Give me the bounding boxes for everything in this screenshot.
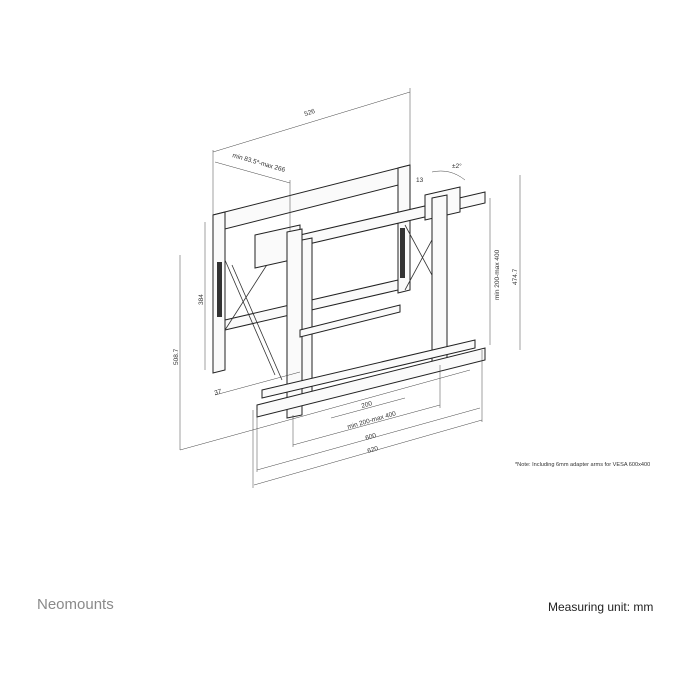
- bottom-rail: [256, 304, 486, 418]
- dimension-lines: [179, 88, 521, 488]
- vertical-uprights: [286, 194, 448, 419]
- measuring-unit: Measuring unit: mm: [548, 600, 654, 614]
- dim-200: 200: [361, 400, 374, 410]
- vesa-note: *Note: Including 6mm adapter arms for VE…: [515, 462, 651, 468]
- dim-600: 600: [365, 432, 378, 442]
- dim-474-7: 474.7: [512, 268, 519, 285]
- scissor-arms: [217, 224, 441, 381]
- brand-name: Neomounts: [37, 596, 114, 613]
- top-rail: [254, 186, 486, 269]
- dim-horizontal-vesa: min 200-max 400: [347, 410, 398, 431]
- dim-37: 37: [214, 388, 223, 397]
- dim-508-7: 508.7: [173, 348, 180, 365]
- dim-knob: 13: [416, 177, 424, 184]
- dim-vertical-vesa: min 200-max 400: [494, 249, 501, 300]
- dim-526: 526: [304, 108, 317, 118]
- dim-620: 620: [367, 445, 380, 455]
- dim-tilt: ±2°: [452, 162, 462, 170]
- dim-384: 384: [198, 294, 205, 305]
- dim-depth-range: min 83.5*-max 266: [231, 152, 286, 174]
